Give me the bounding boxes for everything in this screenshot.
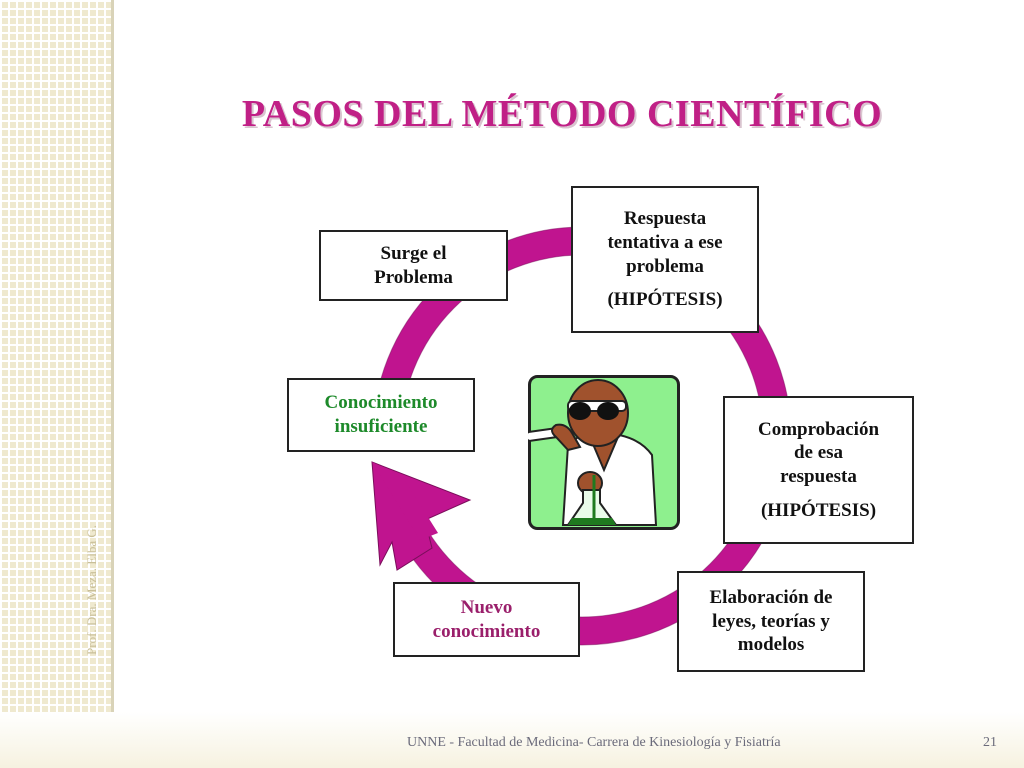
step-problem-line1: Surge el bbox=[380, 242, 447, 264]
step-verification-line3: respuesta bbox=[780, 466, 857, 487]
step-verification-extra: (HIPÓTESIS) bbox=[760, 499, 877, 521]
footer-band bbox=[0, 712, 1024, 768]
step-insufficient-knowledge-box: Conocimiento insuficiente bbox=[287, 378, 475, 452]
page-number: 21 bbox=[983, 735, 997, 750]
step-verification-line2: de esa bbox=[793, 442, 844, 464]
step-problem-box: Surge el Problema bbox=[319, 230, 508, 301]
step-hypothesis-line2: tentativa a ese bbox=[607, 231, 723, 253]
step-new-knowledge-box: Nuevo conocimiento bbox=[393, 582, 580, 657]
step-laws-line2: leyes, teorías y bbox=[712, 610, 830, 632]
side-band-divider bbox=[111, 0, 114, 715]
scientist-with-flask-icon bbox=[528, 375, 680, 530]
step-hypothesis-line1: Respuesta bbox=[623, 208, 707, 229]
step-laws-line1: Elaboración de bbox=[709, 586, 833, 608]
step-laws-box: Elaboración de leyes, teorías y modelos bbox=[677, 571, 865, 672]
step-hypothesis-line3: problema bbox=[626, 255, 704, 277]
decorative-side-band bbox=[0, 0, 113, 768]
step-insufficient-line2: insuficiente bbox=[334, 416, 428, 437]
slide-title: PASOS DEL MÉTODO CIENTÍFICO bbox=[241, 93, 883, 135]
footer-institution: UNNE - Facultad de Medicina- Carrera de … bbox=[407, 735, 781, 750]
step-verification-line1: Comprobación bbox=[757, 418, 880, 440]
step-problem-line2: Problema bbox=[374, 266, 453, 288]
step-insufficient-line1: Conocimiento bbox=[324, 392, 438, 414]
step-hypothesis-box: Respuesta tentativa a ese problema (HIPÓ… bbox=[571, 186, 759, 333]
step-new-knowledge-line1: Nuevo bbox=[460, 596, 513, 618]
step-new-knowledge-line2: conocimiento bbox=[432, 620, 541, 642]
step-verification-box: Comprobación de esa respuesta (HIPÓTESIS… bbox=[723, 396, 914, 544]
step-laws-line3: modelos bbox=[737, 634, 805, 656]
step-hypothesis-extra: (HIPÓTESIS) bbox=[607, 289, 723, 311]
